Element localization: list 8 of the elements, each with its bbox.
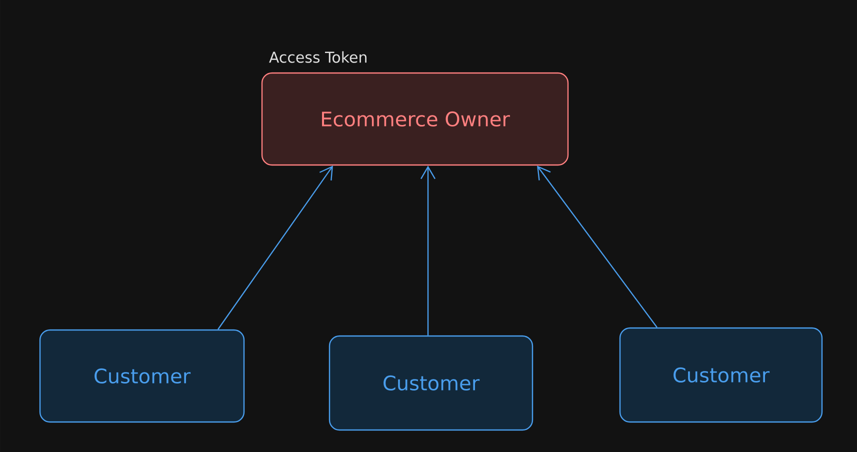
owner-box: Ecommerce Owner bbox=[261, 72, 569, 166]
customer-box: Customer bbox=[39, 329, 245, 423]
customer-box: Customer bbox=[619, 327, 823, 423]
customer-box: Customer bbox=[328, 335, 534, 431]
heading-text: Access Token bbox=[269, 51, 366, 63]
arrow bbox=[218, 166, 333, 330]
arrow bbox=[537, 166, 658, 328]
arrow bbox=[420, 166, 436, 336]
